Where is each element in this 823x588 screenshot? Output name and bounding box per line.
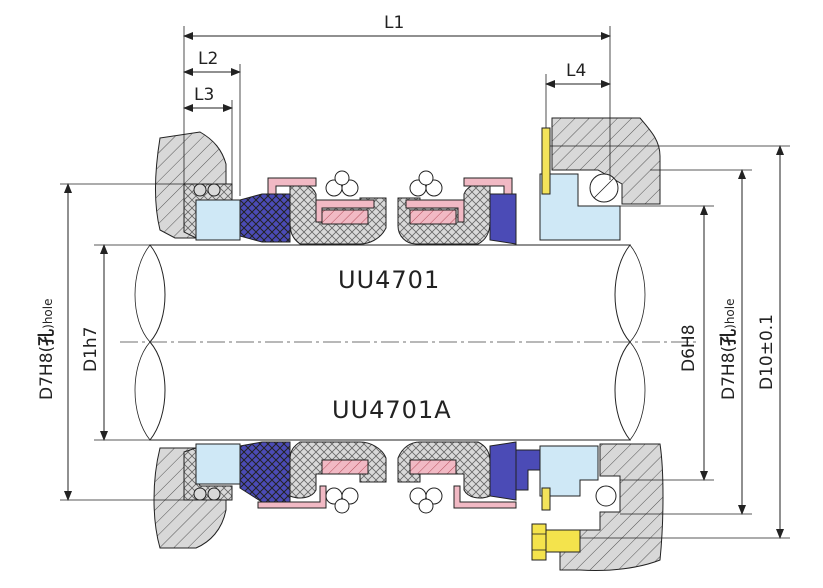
dim-hole-left: )hole [41, 299, 55, 329]
svg-text:D7H8(孔)hole: D7H8(孔)hole [719, 299, 739, 401]
dim-d7h8-right: D7H8( [719, 346, 739, 400]
dim-kong-left: 孔 [37, 329, 57, 346]
retainer-right-top-insert [409, 209, 457, 225]
retainer-left-top-insert [321, 209, 369, 225]
seat-face-right-bottom [539, 445, 599, 497]
retainer-left-bottom [257, 485, 327, 509]
svg-text:D7H8(孔)hole: D7H8(孔)hole [37, 299, 57, 401]
carbon-ring-right-bottom [489, 441, 517, 501]
gland-plate-top [541, 127, 551, 195]
right-housing-top [551, 117, 661, 205]
retainer-right-bottom [453, 485, 517, 509]
dim-d6h8: D6H8 [679, 324, 699, 372]
retainer-left-bottom-insert [321, 459, 369, 475]
retainer-left-top [267, 177, 317, 195]
dim-d1h7: D1h7 [81, 327, 101, 373]
carbon-ring-left-top [239, 193, 291, 243]
dim-d10-label: D10±0.1 [757, 314, 777, 390]
dim-d1h7-label: D1h7 [81, 327, 101, 373]
retainer-right-top-inner [405, 199, 465, 223]
set-screw [531, 523, 581, 561]
springs-bottom [325, 487, 443, 514]
dim-kong-right: 孔 [719, 329, 739, 346]
carbon-ring-right-top [489, 193, 517, 245]
carbon-flange-right-bottom [515, 449, 541, 491]
dim-d10: D10±0.1 [757, 314, 777, 390]
dim-l2: L2 [198, 49, 218, 69]
dim-l1: L1 [384, 13, 404, 33]
shaft [120, 244, 700, 441]
dim-d7h8-right-label: D7H8(孔)hole [719, 299, 739, 401]
carbon-ring-left-bottom [239, 441, 291, 503]
model-label-bottom: UU4701A [332, 396, 452, 424]
seat-face-left-bottom [195, 443, 241, 485]
dim-d7h8-left: D7H8( [37, 346, 57, 400]
dim-l3: L3 [194, 85, 214, 105]
dim-d6h8-label: D6H8 [679, 324, 699, 372]
model-label-top: UU4701 [338, 266, 440, 294]
retainer-left-top-inner [315, 199, 375, 223]
gland-plate-bottom [541, 487, 551, 511]
dimension-lines [60, 26, 790, 539]
springs-top [325, 170, 443, 197]
dim-hole-right: )hole [723, 299, 737, 329]
seat-face-left-top [195, 199, 241, 241]
dim-d7h8-left-label: D7H8(孔)hole [37, 299, 57, 401]
dim-l4: L4 [566, 61, 586, 81]
retainer-right-bottom-insert [409, 459, 457, 475]
